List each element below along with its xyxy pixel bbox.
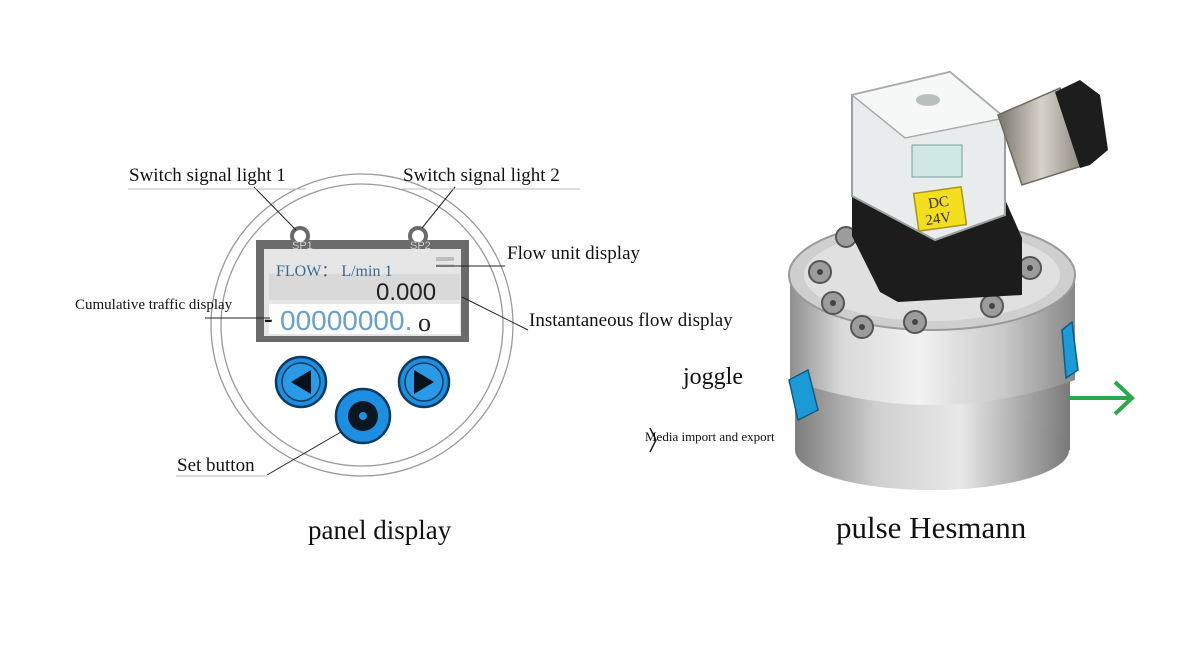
label-flow-unit: Flow unit display — [507, 243, 641, 264]
label-cumulative: Cumulative traffic display — [75, 297, 233, 313]
outlet-cap — [1061, 320, 1079, 380]
connector-circuit — [911, 144, 963, 178]
set-button-dot — [359, 412, 367, 420]
flowmeter-drawing: DC 24V — [649, 70, 1135, 490]
cable-nut — [1055, 80, 1108, 168]
badge-line-2: 24V — [924, 210, 952, 229]
leader-line-set — [266, 431, 342, 476]
switch-light-1 — [290, 226, 310, 246]
label-set-button: Set button — [177, 455, 255, 476]
lcd-upper-band — [269, 274, 460, 300]
media-check-icon — [649, 427, 657, 453]
connector-screw — [916, 94, 940, 106]
leader-line-light-2 — [421, 186, 456, 229]
left-arrow-icon — [291, 370, 311, 394]
label-switch-light-1: Switch signal light 1 — [129, 165, 286, 186]
sp1-tag: SP1 — [292, 240, 313, 252]
caption-panel-display: panel display — [308, 515, 452, 545]
flow-direction-arrow-icon — [1113, 380, 1135, 416]
label-switch-light-2: Switch signal light 2 — [403, 165, 560, 186]
inlet-cap — [788, 368, 819, 422]
right-arrow-icon — [414, 370, 434, 394]
panel-inner-ring — [220, 183, 504, 467]
sp2-tag: SP2 — [410, 240, 431, 252]
meter-bottom-rim — [795, 410, 1069, 490]
leader-line-light-1 — [253, 186, 297, 231]
lcd-lower-band — [269, 304, 460, 334]
switch-light-2 — [408, 226, 428, 246]
lcd-cumulative-suffix: o — [418, 308, 431, 337]
label-instantaneous: Instantaneous flow display — [529, 310, 733, 331]
lcd-instant-value: 0.000 — [376, 279, 437, 306]
connector-badge — [912, 185, 968, 233]
lcd-unit-text: FLOW： L/min 1 — [276, 263, 393, 280]
lcd-minus: - — [264, 304, 273, 333]
lcd-cumulative-value: 00000000. — [280, 305, 413, 336]
panel-drawing — [128, 173, 580, 477]
label-joggle: joggle — [683, 364, 743, 390]
label-media: Media import and export — [645, 429, 775, 444]
panel-outer-ring — [210, 173, 514, 477]
unit-indicator-bar — [436, 257, 454, 261]
leader-line-instant — [461, 296, 529, 331]
caption-pulse-hesmann: pulse Hesmann — [836, 510, 1027, 545]
badge-line-1: DC — [927, 194, 950, 213]
